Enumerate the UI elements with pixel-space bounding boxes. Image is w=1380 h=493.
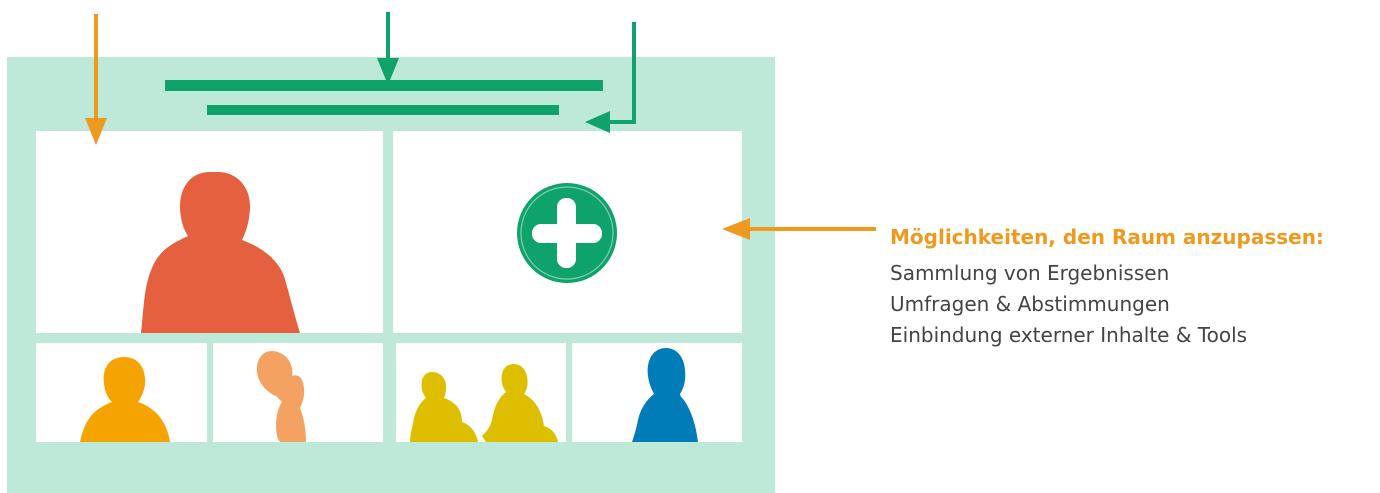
caption-list: Sammlung von Ergebnissen Umfragen & Abst… (890, 258, 1370, 351)
speaker-silhouette-icon (141, 172, 300, 333)
caption-item: Einbindung externer Inhalte & Tools (890, 323, 1248, 347)
plus-circle-icon[interactable] (517, 183, 617, 283)
arrow-to-subtitle-icon (585, 22, 636, 133)
participant-silhouette-1-icon (80, 357, 170, 442)
participant-silhouette-4-icon (632, 348, 698, 442)
title-bar-secondary (207, 105, 559, 115)
caption-title: Möglichkeiten, den Raum anzupassen: (890, 225, 1324, 249)
arrow-to-content-icon (722, 218, 876, 240)
arrow-to-speaker-icon (85, 14, 107, 145)
customization-caption: Möglichkeiten, den Raum anzupassen: Samm… (890, 222, 1370, 351)
caption-item: Sammlung von Ergebnissen (890, 261, 1170, 285)
title-bar-primary (165, 80, 603, 91)
participant-silhouette-3-icon (410, 364, 558, 442)
caption-item: Umfragen & Abstimmungen (890, 292, 1170, 316)
arrow-to-title-icon (377, 12, 399, 85)
participant-silhouette-2-icon (256, 351, 306, 442)
